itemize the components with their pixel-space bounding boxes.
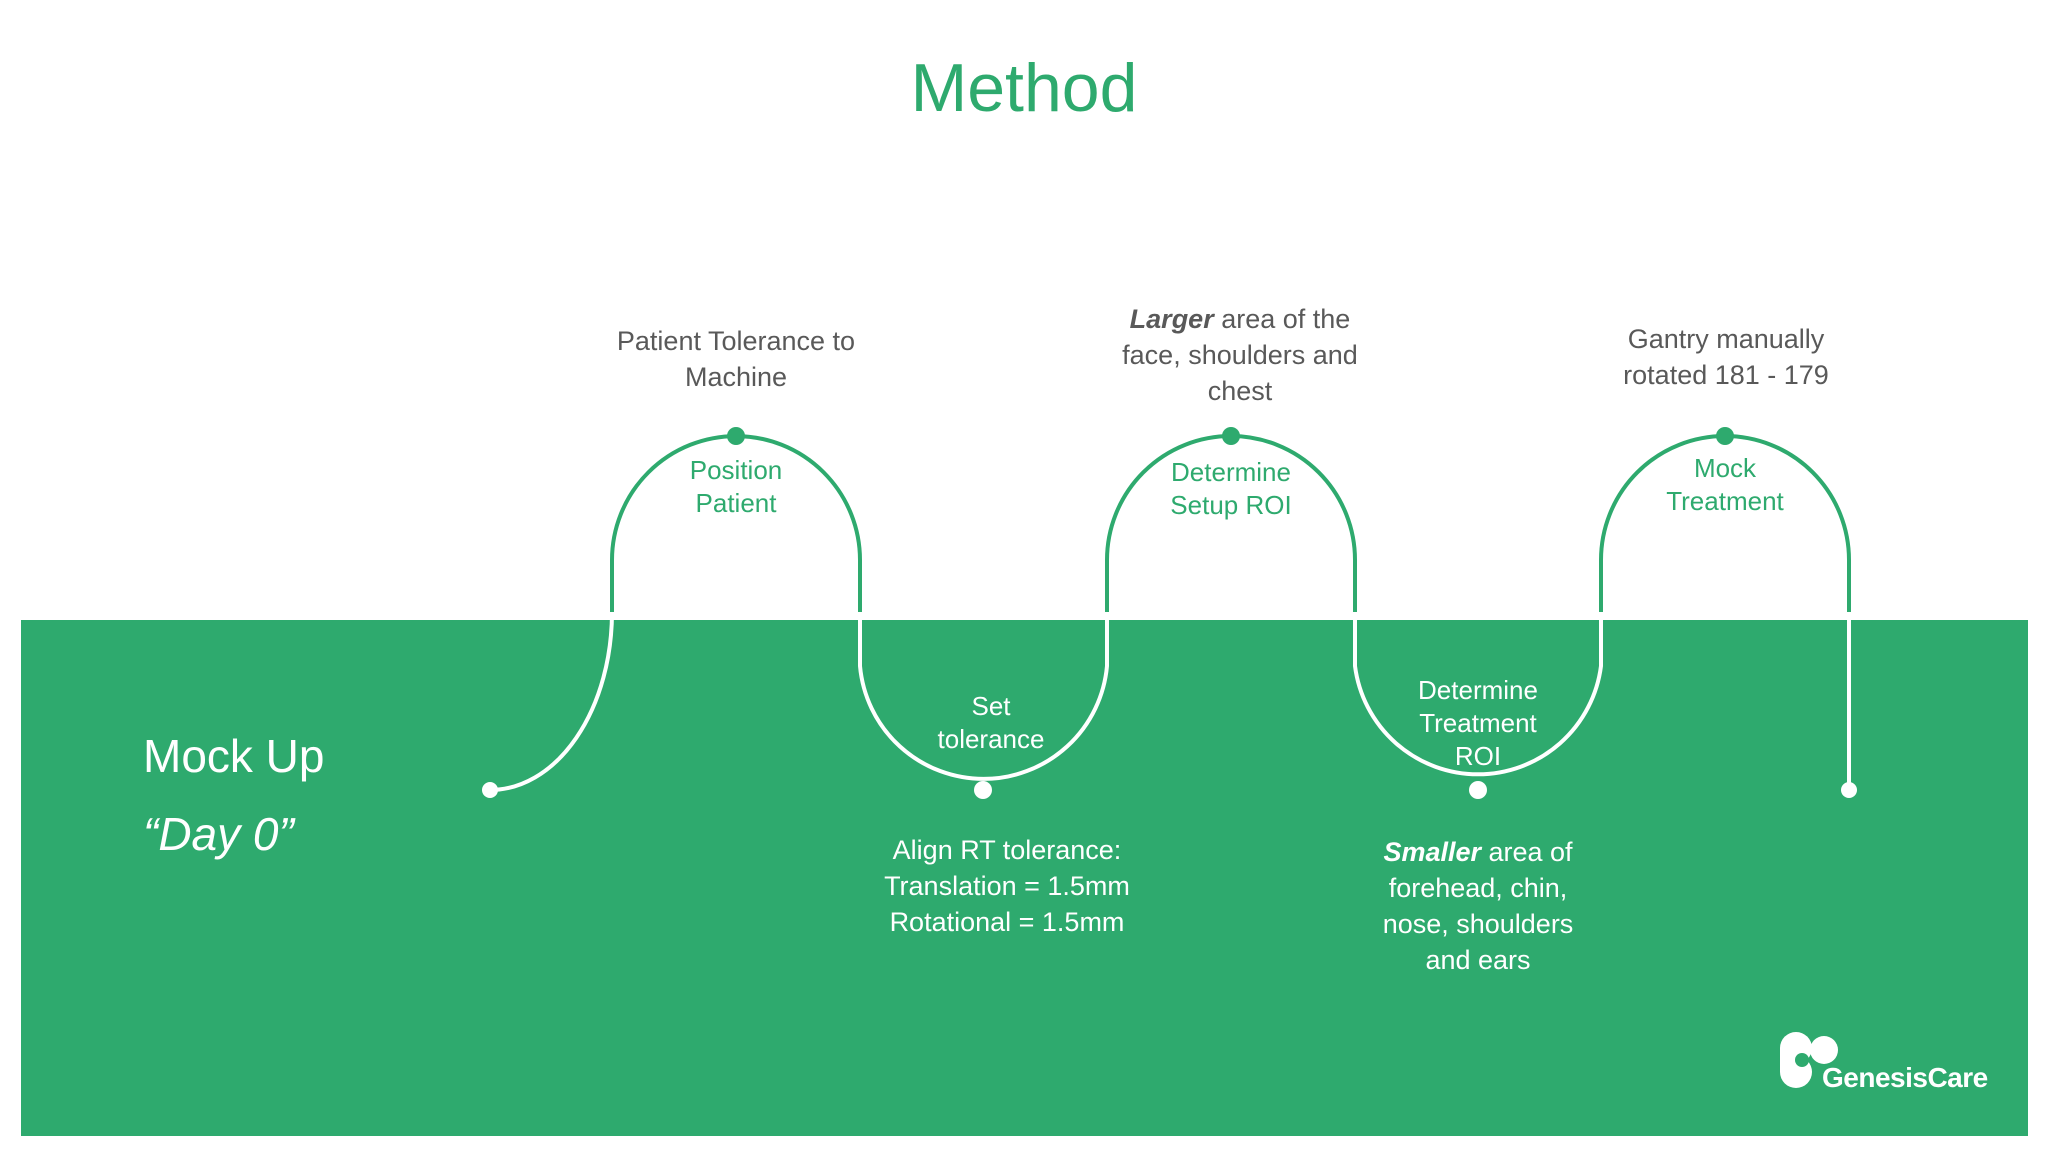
start-dot: [482, 782, 498, 798]
path-start-curve: [489, 611, 614, 792]
step-label-treatment-roi: Determine Treatment ROI: [1418, 675, 1538, 771]
step-label-setup-roi: Determine Setup ROI: [1170, 457, 1292, 520]
genesiscare-logo-icon: [1780, 1032, 1838, 1088]
step-dot-position-patient: [727, 427, 745, 445]
step-dot-setup-roi: [1222, 427, 1240, 445]
step-label-set-tolerance: Set tolerance: [937, 691, 1045, 754]
page-title: Method: [910, 50, 1138, 126]
step-dot-treatment-roi: [1469, 781, 1487, 799]
step-label-position-patient: Position Patient: [689, 455, 783, 518]
note-gantry-rotation: Gantry manually rotated 181 - 179: [1623, 324, 1829, 390]
path-valley-2: [1353, 620, 1603, 777]
step-label-mock-treatment: Mock Treatment: [1666, 453, 1784, 516]
note-patient-tolerance: Patient Tolerance to Machine: [616, 326, 856, 392]
genesiscare-logo-text: GenesisCare: [1822, 1062, 1988, 1093]
step-dot-mock-treatment: [1716, 427, 1734, 445]
stage-name: Mock Up: [143, 730, 325, 782]
step-dot-set-tolerance: [974, 781, 992, 799]
end-dot: [1841, 782, 1857, 798]
path-valley-1: [858, 620, 1109, 781]
note-smaller-area: Smaller area of forehead, chin, nose, sh…: [1382, 837, 1574, 975]
stage-day: “Day 0”: [143, 808, 294, 860]
green-band: [21, 620, 2028, 1136]
note-align-rt-tolerance: Align RT tolerance: Translation = 1.5mm …: [884, 835, 1130, 937]
note-larger-area: Larger area of the face, shoulders and c…: [1122, 304, 1358, 406]
